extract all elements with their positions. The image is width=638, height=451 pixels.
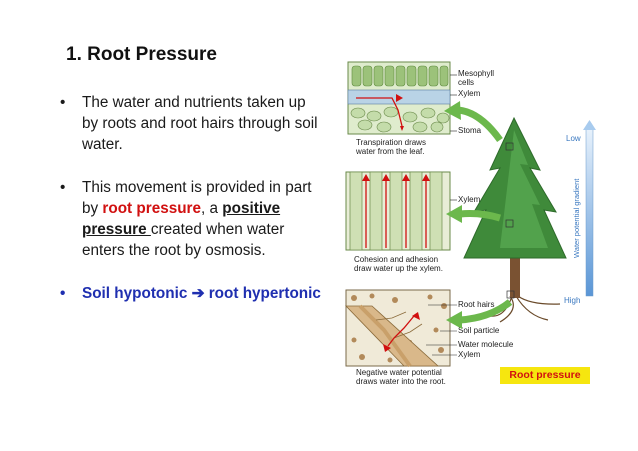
positive-pressure-term: positive pressure xyxy=(82,200,281,238)
label-transpiration-2: water from the leaf. xyxy=(355,147,424,156)
slide-title: 1. Root Pressure xyxy=(66,44,217,65)
label-cohesion-2: draw water up the xylem. xyxy=(354,264,443,273)
root-pressure-highlight: root pressure xyxy=(102,200,202,217)
label-soil-particle: Soil particle xyxy=(458,326,500,335)
bullet-text-2a: This movement is provided in part by xyxy=(82,179,312,217)
label-mesophyll: Mesophyll xyxy=(458,69,494,78)
root-pressure-badge: Root pressure xyxy=(500,367,590,384)
label-xylem-mid: Xylem xyxy=(458,195,481,204)
tree-illustration xyxy=(463,116,567,323)
label-gradient: Water potential gradient xyxy=(572,178,581,258)
bullet-text-1: The water and nutrients taken up by root… xyxy=(82,94,318,153)
gradient-bar xyxy=(585,127,594,297)
bullet-item-2: • This movement is provided in part by r… xyxy=(60,177,325,261)
leaf-panel xyxy=(347,61,451,135)
label-negative-1: Negative water potential xyxy=(356,368,442,377)
bullet-list: • The water and nutrients taken up by ro… xyxy=(60,92,325,326)
transfer-arrows xyxy=(444,101,513,329)
bullet-marker: • xyxy=(60,285,66,302)
label-water-molecule: Water molecule xyxy=(458,340,514,349)
root-panel xyxy=(345,289,451,368)
arrow-icon: ➔ xyxy=(191,285,205,302)
bullet-item-3: • Soil hypotonic ➔ root hypertonic xyxy=(60,283,325,304)
label-root-hairs: Root hairs xyxy=(458,300,494,309)
bullet-text-2b: , a xyxy=(201,200,223,217)
bullet-marker: • xyxy=(60,94,66,111)
bullet-text-2c: created when water enters the root by os… xyxy=(82,221,285,259)
label-cohesion-1: Cohesion and adhesion xyxy=(354,255,438,264)
label-stoma: Stoma xyxy=(458,126,482,135)
label-xylem-top: Xylem xyxy=(458,89,481,98)
bullet-text-3b: root hypertonic xyxy=(204,285,321,302)
label-low: Low xyxy=(566,134,581,143)
bullet-item-1: • The water and nutrients taken up by ro… xyxy=(60,92,325,155)
label-negative-2: draws water into the root. xyxy=(356,377,446,386)
label-cells: cells xyxy=(458,78,474,87)
bullet-marker: • xyxy=(60,179,66,196)
bullet-text-3a: Soil hypotonic xyxy=(82,285,192,302)
xylem-panel xyxy=(345,171,451,251)
label-transpiration-1: Transpiration draws xyxy=(356,138,426,147)
gradient-arrow-icon xyxy=(583,120,596,130)
label-xylem-bottom: Xylem xyxy=(458,350,481,359)
label-high: High xyxy=(564,296,580,305)
